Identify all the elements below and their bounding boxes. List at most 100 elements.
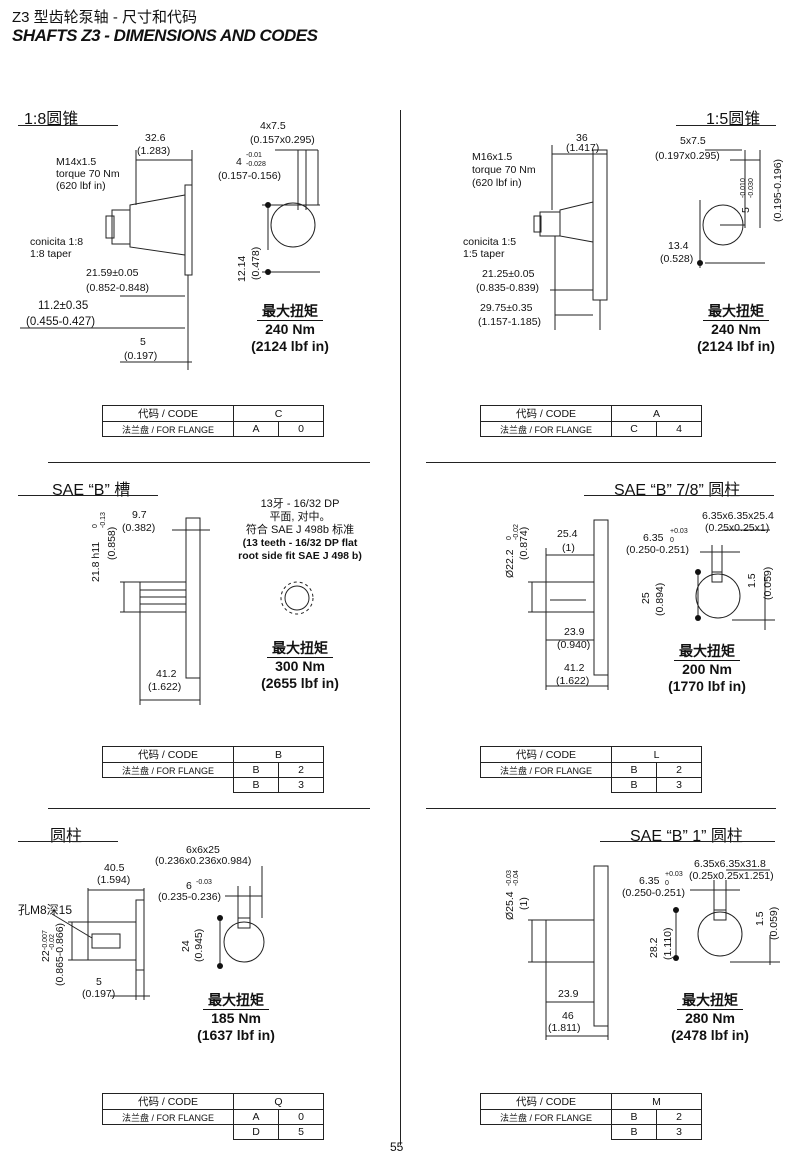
code-label: 代码 / CODE — [480, 405, 612, 422]
dim-flange-in: (0.382) — [122, 522, 156, 534]
dim-length: 41.2 — [156, 668, 177, 680]
key-offset-in: (0.059) — [768, 906, 780, 940]
key-tol-upper: -0.01 — [246, 152, 262, 159]
section-underline — [18, 495, 158, 496]
dim-shaft-length: 23.9 — [558, 988, 579, 1000]
key-size: 5x7.5 — [680, 135, 706, 147]
flange-cell: 0 — [278, 421, 324, 437]
taper-label-it: conicita 1:5 — [463, 236, 517, 248]
key-width: 6.35 — [643, 532, 664, 544]
section-title: SAE “B” 槽 — [52, 482, 131, 499]
taper-label-it: conicita 1:8 — [30, 236, 84, 248]
thread-label: M16x1.5 — [472, 151, 513, 163]
note-line: 平面, 对中。 — [269, 511, 331, 523]
torque-block: 最大扭矩 240 Nm (2124 lbf in) — [240, 303, 340, 355]
hole-label: 孔M8深15 — [18, 903, 73, 917]
torque-value: 300 Nm — [267, 657, 333, 675]
key-tol-lower: 0 — [670, 537, 674, 544]
dim-diameter: 21.59±0.05 — [86, 267, 139, 279]
torque-value: 240 Nm — [257, 320, 323, 338]
key-width: 4 — [236, 156, 242, 168]
key-width-in: (0.157-0.156) — [218, 170, 282, 182]
spline-shaft-drawing — [120, 517, 314, 705]
code-value: Q — [233, 1093, 324, 1110]
dim-shaft-length-in: (0.940) — [557, 639, 591, 651]
torque-label: 最大扭矩 — [708, 303, 764, 319]
taper-shaft-drawing — [533, 145, 765, 330]
key-depth-in: (0.528) — [660, 253, 694, 265]
torque-value-imp: (2124 lbf in) — [697, 338, 775, 354]
thread-torque: torque 70 Nm — [472, 164, 536, 176]
dim-length-in: (1.622) — [148, 681, 182, 693]
thread-torque: torque 70 Nm — [56, 168, 120, 180]
dim-length: 41.2 — [564, 662, 585, 674]
dim-flange-in: (0.197) — [124, 350, 158, 362]
key-size-in: (0.197x0.295) — [655, 150, 720, 162]
code-label: 代码 / CODE — [480, 1093, 612, 1110]
note-line: (13 teeth - 16/32 DP flat — [242, 537, 358, 549]
cylinder-shaft-drawing — [528, 865, 780, 1040]
flange-cell: 2 — [656, 1109, 702, 1125]
key-offset: 1.5 — [754, 911, 766, 926]
dim-length: 32.6 — [145, 132, 166, 144]
key-size: 6.35x6.35x31.8 — [694, 858, 766, 870]
section-separator — [48, 462, 370, 463]
torque-value: 280 Nm — [677, 1009, 743, 1027]
key-tol-upper: +0.03 — [670, 528, 688, 535]
page-title-cn: Z3 型齿轮泵轴 - 尺寸和代码 — [12, 9, 198, 26]
flange-cell: A — [233, 1109, 279, 1125]
dim-offset-in: (1.157-1.185) — [478, 316, 542, 328]
cylinder-shaft-drawing — [528, 519, 775, 690]
section-separator — [426, 808, 776, 809]
key-width-in: (0.250-0.251) — [622, 887, 686, 899]
cylinder-shaft-drawing — [51, 866, 265, 1000]
dim-diameter: 21.25±0.05 — [482, 268, 535, 280]
torque-label: 最大扭矩 — [272, 640, 328, 656]
torque-block: 最大扭矩 240 Nm (2124 lbf in) — [686, 303, 786, 355]
dim-length-in: (1.594) — [97, 874, 131, 886]
section-title: 1:8圆锥 — [24, 111, 79, 128]
dim-flange: 9.7 — [132, 509, 147, 521]
dim-offset: 29.75±0.35 — [480, 302, 533, 314]
flange-label: 法兰盘 / FOR FLANGE — [102, 1109, 234, 1125]
taper-shaft-drawing — [20, 149, 320, 370]
torque-block: 最大扭矩 185 Nm (1637 lbf in) — [186, 992, 286, 1044]
dim-key-length: 25.4 — [557, 528, 578, 540]
torque-value: 240 Nm — [703, 320, 769, 338]
section-underline — [18, 841, 118, 842]
flange-cell: B — [611, 1109, 657, 1125]
taper-label: 1:5 taper — [463, 248, 505, 260]
section-title: 1:5圆锥 — [706, 111, 761, 128]
key-tol-lower: 0 — [665, 880, 669, 887]
thread-torque-imp: (620 lbf in) — [56, 180, 106, 192]
key-width: 6.35 — [639, 875, 660, 887]
flange-label: 法兰盘 / FOR FLANGE — [480, 421, 612, 437]
flange-cell: D — [233, 1124, 279, 1140]
torque-value: 185 Nm — [203, 1009, 269, 1027]
dim-length-in: (1.283) — [137, 145, 171, 157]
section-title: SAE “B” 7/8” 圆柱 — [614, 482, 741, 499]
code-value: M — [611, 1093, 702, 1110]
flange-cell: 3 — [656, 1124, 702, 1140]
key-size: 4x7.5 — [260, 120, 286, 132]
spline-note: 13牙 - 16/32 DP 平面, 对中。 符合 SAE J 498b 标准 … — [225, 498, 375, 563]
section-title: 圆柱 — [50, 828, 83, 845]
flange-cell: 0 — [278, 1109, 324, 1125]
code-label: 代码 / CODE — [480, 746, 612, 763]
flange-cell: 5 — [278, 1124, 324, 1140]
key-width-in: (0.235-0.236) — [158, 891, 222, 903]
section-title: SAE “B” 1” 圆柱 — [630, 828, 743, 845]
torque-label: 最大扭矩 — [262, 303, 318, 319]
dim-length: 36 — [576, 132, 588, 144]
dim-key-length-in: (1) — [562, 542, 575, 554]
flange-cell: 3 — [656, 777, 702, 793]
torque-value-imp: (2124 lbf in) — [251, 338, 329, 354]
section-underline — [676, 125, 776, 126]
note-line: 符合 SAE J 498b 标准 — [245, 524, 355, 536]
dim-key-depth: 28.2 — [648, 937, 660, 958]
flange-cell: 4 — [656, 421, 702, 437]
dim-length-in: (1.417) — [566, 142, 600, 154]
